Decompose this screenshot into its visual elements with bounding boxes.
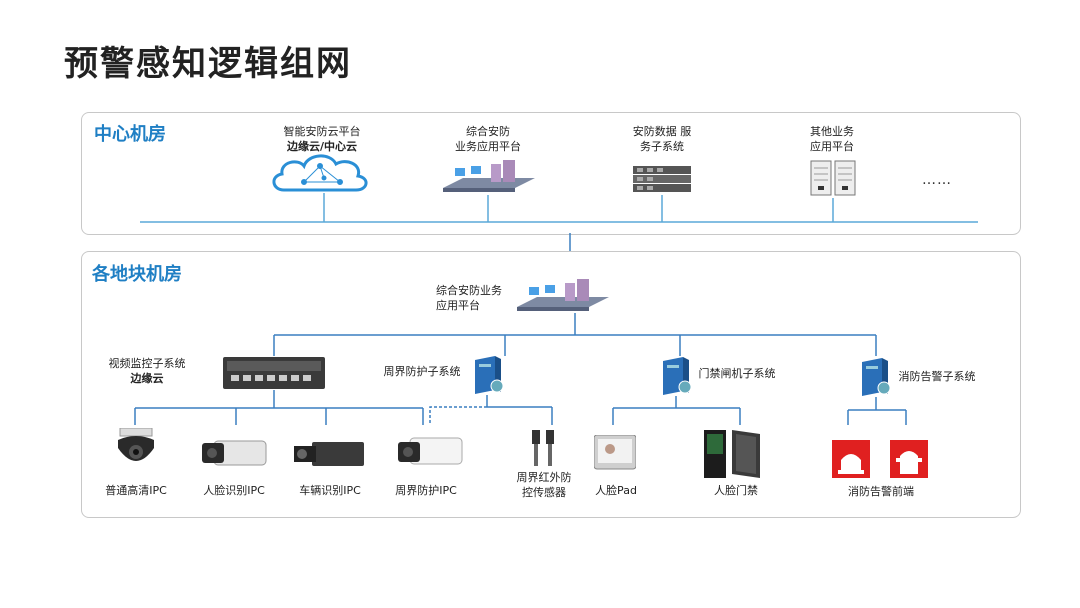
vehicle-ipc-icon [294, 442, 364, 466]
other-platform-line1: 其他业务 [810, 125, 854, 138]
cloud-icon [272, 154, 368, 192]
site-platform-line1: 综合安防业务 [436, 284, 502, 297]
cloud-platform-name: 智能安防云平台 [283, 125, 361, 138]
perimeter-ipc-icon [398, 437, 463, 465]
platform-server-icon [443, 160, 535, 192]
page-title: 预警感知逻辑组网 [64, 44, 352, 84]
ipc-perimeter-label: 周界防护IPC [395, 484, 457, 497]
center-platform-line2: 业务应用平台 [455, 140, 521, 153]
site-room-title: 各地块机房 [92, 264, 182, 285]
ipc-vehicle-label: 车辆识别IPC [299, 484, 361, 497]
ipc-standard-label: 普通高清IPC [105, 484, 167, 497]
video-subsystem-name: 视频监控子系统 [108, 357, 186, 370]
site-platform-server-icon [517, 279, 609, 311]
more-ellipsis: …… [922, 172, 952, 188]
face-pad-label: 人脸Pad [595, 484, 637, 497]
face-door-icon [704, 430, 760, 478]
data-server-rack-icon [633, 166, 691, 192]
face-door-label: 人脸门禁 [714, 484, 758, 497]
center-room-title: 中心机房 [94, 124, 166, 145]
site-platform-label: 综合安防业务 应用平台 [436, 283, 516, 313]
edge-switch-icon [223, 357, 325, 389]
site-platform-line2: 应用平台 [436, 299, 480, 312]
infrared-sensor-label: 周界红外防 控传感器 [504, 470, 584, 500]
dome-camera-icon [118, 428, 154, 461]
center-platform-line1: 综合安防 [466, 125, 510, 138]
face-pad-icon [594, 435, 636, 470]
face-ipc-icon [202, 440, 267, 466]
cloud-platform-label: 智能安防云平台 边缘云/中心云 [272, 124, 372, 154]
fire-server-icon [862, 358, 891, 396]
other-platform-label: 其他业务 应用平台 [790, 124, 874, 154]
perimeter-server-icon [475, 356, 504, 394]
center-room-panel [81, 112, 1021, 235]
data-service-line2: 务子系统 [640, 140, 684, 153]
ipc-face-label: 人脸识别IPC [203, 484, 265, 497]
cloud-platform-type: 边缘云/中心云 [286, 140, 358, 153]
center-platform-label: 综合安防 业务应用平台 [440, 124, 536, 154]
other-platform-line2: 应用平台 [810, 140, 854, 153]
data-service-label: 安防数据 服 务子系统 [612, 124, 712, 154]
infrared-sensor-line2: 控传感器 [522, 486, 566, 499]
infrared-sensor-icon [532, 430, 554, 466]
perimeter-subsystem-label: 周界防护子系统 [383, 365, 461, 378]
data-service-line1: 安防数据 服 [632, 125, 692, 138]
access-subsystem-label: 门禁闸机子系统 [698, 367, 776, 380]
video-subsystem-type: 边缘云 [130, 372, 164, 385]
fire-alarm-icon [832, 440, 928, 478]
video-subsystem-label: 视频监控子系统 边缘云 [104, 356, 190, 386]
infrared-sensor-line1: 周界红外防 [516, 471, 572, 484]
other-platform-server-icon [810, 160, 856, 196]
access-server-icon [663, 357, 692, 395]
fire-front-label: 消防告警前端 [848, 485, 914, 498]
fire-subsystem-label: 消防告警子系统 [898, 370, 976, 383]
